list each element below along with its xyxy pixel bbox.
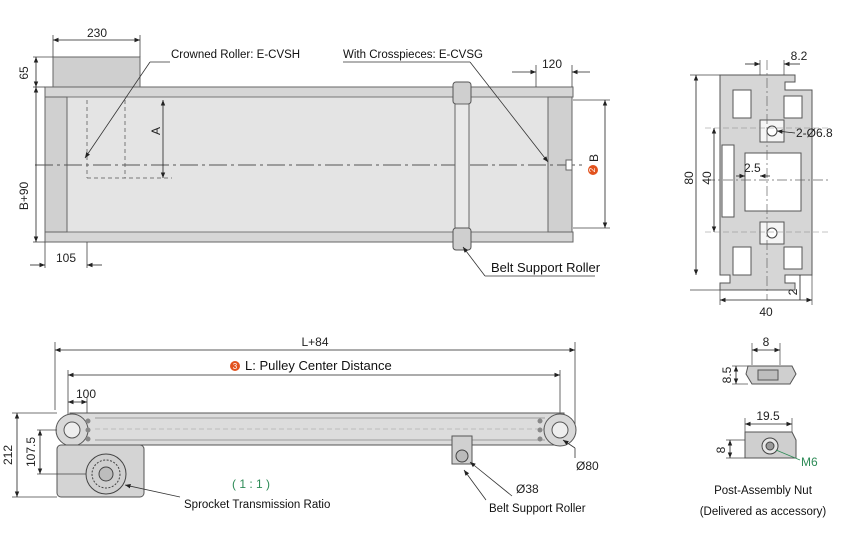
dim-80: 80 bbox=[682, 171, 696, 185]
dim-212: 212 bbox=[1, 445, 15, 465]
callout-crowned-roller: Crowned Roller: E-CVSH bbox=[171, 49, 300, 61]
dim-40-horizontal: 40 bbox=[759, 305, 773, 319]
crosspiece-roller-top bbox=[452, 81, 472, 105]
dim-d38: Ø38 bbox=[516, 482, 539, 496]
dim-2: 2 bbox=[786, 288, 800, 295]
callout-crosspieces: With Crosspieces: E-CVSG bbox=[343, 49, 483, 61]
dim-l84: L+84 bbox=[301, 335, 328, 349]
dim-230: 230 bbox=[87, 26, 107, 40]
callout-belt-support-top: Belt Support Roller bbox=[491, 260, 601, 275]
dim-nut-8b: 8 bbox=[714, 446, 728, 453]
dim-l: L: Pulley Center Distance bbox=[245, 358, 392, 373]
dim-nut-8-5: 8.5 bbox=[720, 366, 734, 383]
crosspiece-roller-bottom bbox=[452, 227, 472, 251]
side-view: L+84 3 L: Pulley Center Distance 100 bbox=[1, 335, 599, 515]
dim-a: A bbox=[149, 127, 163, 135]
crosspiece-bar bbox=[454, 103, 470, 229]
dim-d80: Ø80 bbox=[576, 459, 599, 473]
l-marker-number: 3 bbox=[233, 362, 238, 371]
dim-hole: 2-Ø6.8 bbox=[796, 126, 833, 140]
sprocket-ratio: ( 1 : 1 ) bbox=[232, 477, 270, 491]
dim-65: 65 bbox=[17, 66, 31, 80]
callout-sprocket: Sprocket Transmission Ratio bbox=[184, 499, 330, 511]
profile-section: 8.2 2-Ø6.8 2.5 80 40 40 2 bbox=[682, 49, 833, 319]
drive-housing bbox=[52, 56, 141, 88]
dim-b90: B+90 bbox=[17, 181, 31, 210]
top-view: 230 65 B+90 105 120 A 2 B Crowned Ro bbox=[17, 26, 610, 277]
dim-b: B bbox=[587, 154, 601, 162]
dim-100: 100 bbox=[76, 387, 96, 401]
callout-belt-support-side: Belt Support Roller bbox=[489, 503, 586, 515]
thread-label: M6 bbox=[801, 455, 818, 469]
dim-8-2: 8.2 bbox=[791, 49, 808, 63]
nut-detail: 8 8.5 19.5 8 M6 Post-Assembly Nut (Deliv… bbox=[700, 335, 827, 518]
dim-107-5: 107.5 bbox=[24, 437, 38, 467]
nut-caption-line2: (Delivered as accessory) bbox=[700, 506, 827, 518]
dim-120: 120 bbox=[542, 57, 562, 71]
nut-caption-line1: Post-Assembly Nut bbox=[714, 485, 813, 497]
dim-nut-19-5: 19.5 bbox=[756, 409, 780, 423]
b-marker-number: 2 bbox=[588, 167, 597, 172]
b-marker-icon bbox=[588, 165, 598, 175]
dim-105: 105 bbox=[56, 251, 76, 265]
dim-40-vertical: 40 bbox=[700, 171, 714, 185]
bottom-rail bbox=[44, 231, 574, 243]
dim-2-5: 2.5 bbox=[744, 161, 761, 175]
dim-nut-8: 8 bbox=[763, 335, 770, 349]
l-marker-icon bbox=[230, 361, 240, 371]
